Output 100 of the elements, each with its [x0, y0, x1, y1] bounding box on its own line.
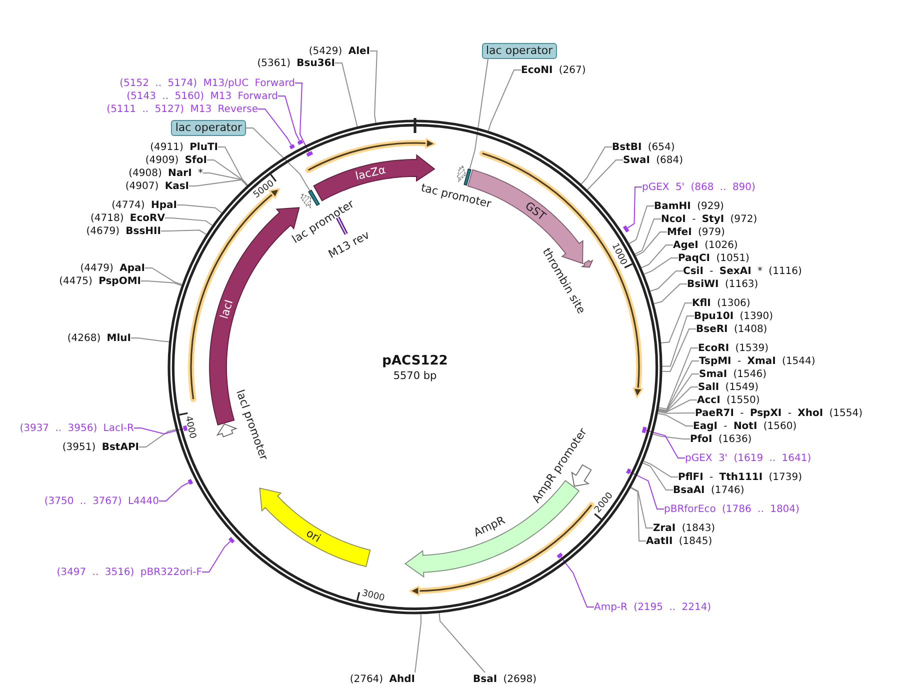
leader-line: [160, 230, 207, 235]
plasmid-length: 5570 bp: [393, 370, 437, 382]
primer-label: pGEX 3' (1619 .. 1641): [685, 452, 812, 464]
leader-line: [652, 434, 690, 440]
restriction-site-label: (4909) SfoI: [145, 154, 207, 166]
leader-line: [278, 96, 300, 142]
restriction-site-label: (4911) PluTI: [150, 140, 218, 154]
primer-label: pBRforEco (1786 .. 1804): [664, 502, 800, 516]
leader-line: [630, 487, 646, 542]
leader-line: [176, 204, 222, 214]
leader-line: [630, 472, 664, 510]
leader-line: [658, 360, 700, 411]
leader-line: [138, 429, 176, 448]
leader-line: [246, 128, 310, 192]
restriction-site-label: BsiWI (1163): [687, 278, 758, 290]
primer-label: pGEX 5' (868 .. 890): [642, 180, 756, 194]
restriction-site-label: PaeR7I - PspXI - XhoI (1554): [695, 406, 862, 420]
leader-line: [635, 232, 668, 256]
plasmid-name: pACS122: [382, 354, 448, 368]
scale-number: 4000: [182, 415, 198, 440]
primer-label: Amp-R (2195 .. 2214): [594, 600, 712, 614]
restriction-site-label: (5429) AleI: [308, 44, 370, 58]
primer-label: (5143 .. 5160) M13 Forward: [126, 90, 278, 102]
leader-line: [158, 482, 190, 502]
feature-tag: lac operator: [171, 120, 246, 136]
restriction-site-label: MfeI (979): [667, 226, 725, 238]
leader-line: [630, 486, 654, 528]
restriction-site-label: BstBI (654): [612, 140, 675, 154]
operator-mark: [464, 168, 472, 186]
restriction-site-label: (4679) BssHII: [86, 224, 161, 238]
leader-line: [658, 411, 696, 414]
primer-label: (3937 .. 3956) LacI-R: [20, 422, 134, 434]
leader-line: [560, 556, 594, 608]
leader-line: [627, 186, 642, 228]
leader-line: [654, 284, 688, 304]
leader-line: [218, 146, 248, 186]
restriction-site-label: (4718) EcoRV: [90, 212, 165, 224]
scale-number: 3000: [360, 588, 386, 604]
leader-line: [650, 270, 684, 292]
leader-line: [130, 338, 170, 342]
restriction-site-label: AccI (1550): [697, 394, 760, 406]
restriction-site-label: (4774) HpaI: [112, 198, 177, 212]
restriction-site-label: (2764) AhdI: [350, 672, 415, 686]
primer-label: (3497 .. 3516) pBR322ori-F: [56, 566, 202, 578]
restriction-site-label: PaqCI (1051): [678, 252, 750, 264]
restriction-site-label: PfoI (1636): [690, 432, 752, 446]
leader-line: [634, 218, 662, 255]
primer-mark: [556, 552, 563, 558]
leader-line: [134, 428, 184, 434]
leader-line: [586, 160, 624, 190]
leader-line: [643, 460, 678, 478]
leader-line: [580, 146, 612, 184]
restriction-site-label: SmaI (1546): [699, 368, 767, 380]
origin-feature: ori: [259, 488, 371, 568]
restriction-site-label: TspMI - XmaI (1544): [699, 354, 816, 368]
leader-line: [662, 316, 694, 367]
primer-mark: [306, 151, 314, 157]
leader-line: [658, 400, 698, 413]
primer-mark: [297, 140, 304, 145]
restriction-site-label: Bpu10I (1390): [694, 310, 773, 322]
leader-line: [657, 412, 694, 426]
leader-line: [294, 82, 310, 153]
restriction-site-label: (4479) ApaI: [80, 262, 145, 274]
restriction-site-label: PflFI - Tth111I (1739): [678, 470, 802, 484]
restriction-site-label: AatII (1845): [646, 534, 712, 548]
restriction-site-label: BsaAI (1746): [673, 484, 744, 496]
leader-line: [164, 218, 213, 226]
primer-mark: [622, 225, 630, 232]
restriction-site-label: (4268) MluI: [67, 332, 131, 344]
primer-mark: [642, 426, 647, 434]
leader-line: [658, 348, 698, 410]
leader-line: [414, 614, 422, 673]
primer-mark: [182, 425, 188, 432]
restriction-site-label: (3951) BstAPI: [62, 440, 139, 454]
primer-mark: [289, 144, 295, 150]
leader-line: [660, 302, 692, 344]
restriction-site-label: SwaI (684): [623, 154, 683, 166]
restriction-site-label: EcoNI (267): [521, 64, 586, 76]
scale-number: 1000: [609, 242, 628, 267]
restriction-site-label: (5361) Bsu36I: [257, 56, 335, 70]
restriction-site-label: BseRI (1408): [696, 322, 768, 336]
primer-label: (5152 .. 5174) M13/pUC Forward: [120, 76, 295, 90]
restriction-site-label: (4475) PspOMI: [59, 274, 141, 288]
restriction-site-label: AgeI (1026): [673, 238, 738, 252]
restriction-site-label: CsiI - SexAI* (1116): [683, 264, 802, 278]
leader-line: [642, 462, 674, 490]
restriction-site-label: EcoRI (1539): [698, 342, 768, 354]
leader-line: [469, 58, 488, 170]
primer-label: (5111 .. 5127) M13 Reverse: [106, 102, 258, 116]
feature-tag: lac operator: [482, 43, 557, 59]
restriction-site-label: SalI (1549): [698, 380, 759, 394]
leader-line: [488, 70, 522, 132]
leader-line: [188, 179, 248, 186]
leader-line: [658, 386, 698, 412]
restriction-site-label: (4908) NarI*: [128, 166, 203, 180]
leader-line: [206, 160, 248, 186]
restriction-site-label: NcoI - StyI (972): [661, 212, 758, 226]
leader-line: [370, 50, 378, 124]
leader-line: [645, 430, 686, 458]
leader-line: [202, 172, 248, 186]
